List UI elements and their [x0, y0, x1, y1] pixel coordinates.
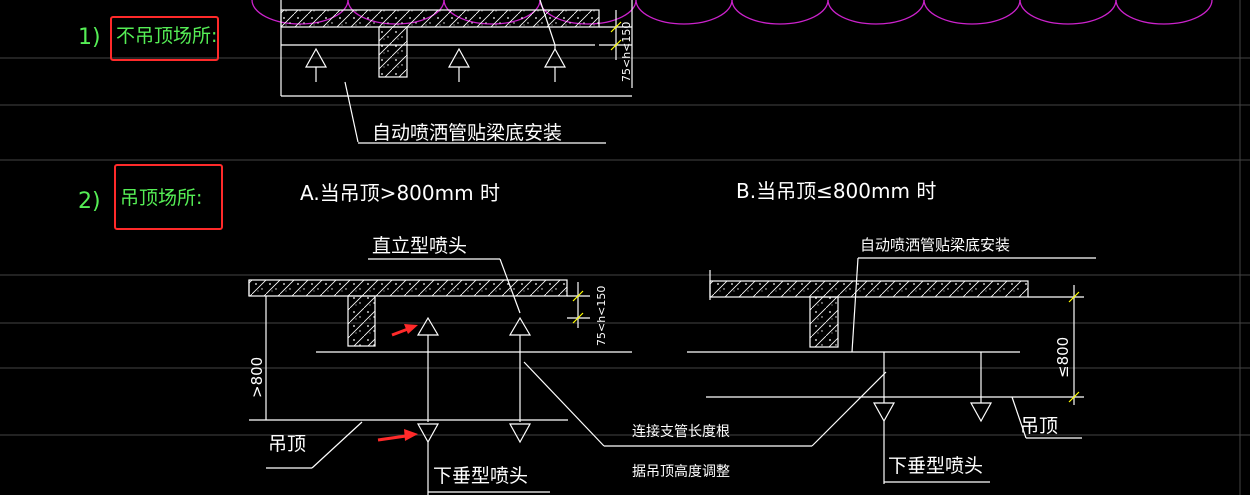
case-a-ceiling-label: 吊顶 — [268, 433, 306, 455]
case-a-red-arrows — [377, 324, 418, 442]
shared-note-line-1: 连接支管长度根 — [632, 423, 730, 440]
top-note-leader — [344, 81, 359, 143]
case-b-pendent-head-2 — [969, 402, 993, 423]
case-b-pendent-head-1 — [872, 402, 896, 423]
section-1-title: 不吊顶场所: — [116, 25, 217, 47]
case-a-pendent-head-2 — [508, 423, 532, 444]
case-a-heading: A.当吊顶>800mm 时 — [300, 181, 500, 205]
case-b-installation-note: 自动喷洒管贴梁底安装 — [860, 236, 1010, 254]
case-a-dimension-label: 75<h<150 — [595, 286, 608, 346]
section-2-title: 吊顶场所: — [120, 187, 202, 209]
top-diagram — [280, 0, 633, 144]
case-a-slab — [248, 279, 568, 297]
section-2-number: 2) — [78, 189, 101, 214]
top-installation-note: 自动喷洒管贴梁底安装 — [372, 122, 562, 144]
case-a-pendent-head-1 — [416, 423, 440, 444]
case-b-beam — [809, 296, 839, 348]
case-b-height-label: ≤800 — [1054, 337, 1072, 378]
shared-note-leaders — [523, 361, 887, 447]
case-a-upright-head-label: 直立型喷头 — [372, 235, 467, 257]
case-b-slab — [709, 280, 1029, 298]
case-a-height-label: >800 — [248, 357, 266, 398]
top-slab — [280, 9, 600, 28]
case-b-ceiling-label: 吊顶 — [1020, 415, 1058, 437]
section-1-highlight-box — [110, 16, 219, 61]
section-1-number: 1) — [78, 25, 101, 50]
top-beam — [378, 26, 408, 78]
case-a-upright-head-1 — [416, 316, 440, 336]
section-2-highlight-box — [114, 164, 223, 230]
case-a-pendent-head-label: 下垂型喷头 — [433, 465, 528, 487]
case-a-upright-head-2 — [508, 316, 532, 336]
case-b-heading: B.当吊顶≤800mm 时 — [736, 179, 936, 203]
top-dimension-label: 75<h<150 — [620, 22, 633, 82]
case-a-diagram — [248, 258, 632, 495]
case-b-pendent-head-label: 下垂型喷头 — [888, 455, 983, 477]
case-a-beam — [347, 295, 376, 347]
case-b-diagram — [687, 257, 1096, 484]
shared-note-line-2: 据吊顶高度调整 — [632, 463, 730, 480]
